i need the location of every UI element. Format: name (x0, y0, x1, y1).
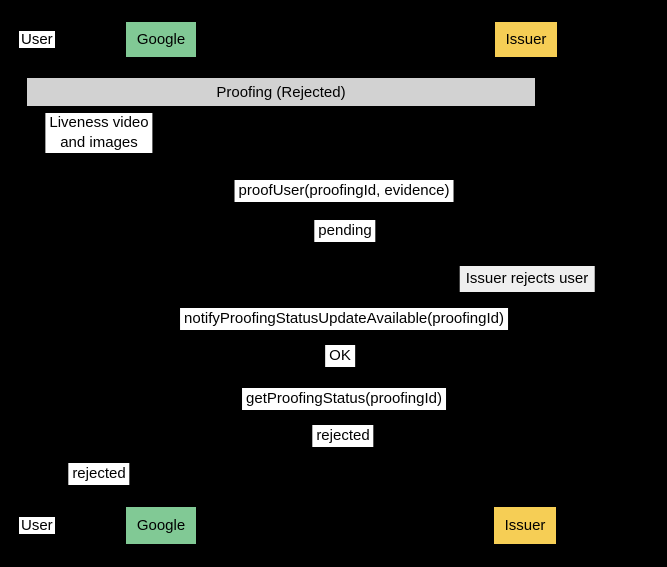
message-ok-label: OK (325, 345, 355, 367)
frame-title: Proofing (Rejected) (216, 83, 346, 101)
message-proof-user-label: proofUser(proofingId, evidence) (234, 180, 454, 202)
message-rejected-issuer-google-label: rejected (312, 425, 374, 447)
actor-google-bottom-box: Google (126, 507, 196, 544)
actor-issuer-bottom-box: Issuer (494, 507, 556, 544)
message-get-proofing-status-label: getProofingStatus(proofingId) (242, 388, 446, 410)
actor-user-bottom-label: User (19, 517, 55, 534)
message-notify-proofing-status-label: notifyProofingStatusUpdateAvailable(proo… (180, 308, 508, 330)
actor-google-top-box: Google (126, 22, 196, 57)
note-liveness: Liveness video and images (45, 113, 153, 153)
actor-user-top-label: User (19, 31, 55, 48)
frame-title-bar: Proofing (Rejected) (27, 78, 535, 106)
message-rejected-google-user-label: rejected (68, 463, 130, 485)
message-pending-label: pending (314, 220, 376, 242)
actor-issuer-top-box: Issuer (495, 22, 557, 57)
note-issuer-rejects-user: Issuer rejects user (459, 266, 595, 292)
